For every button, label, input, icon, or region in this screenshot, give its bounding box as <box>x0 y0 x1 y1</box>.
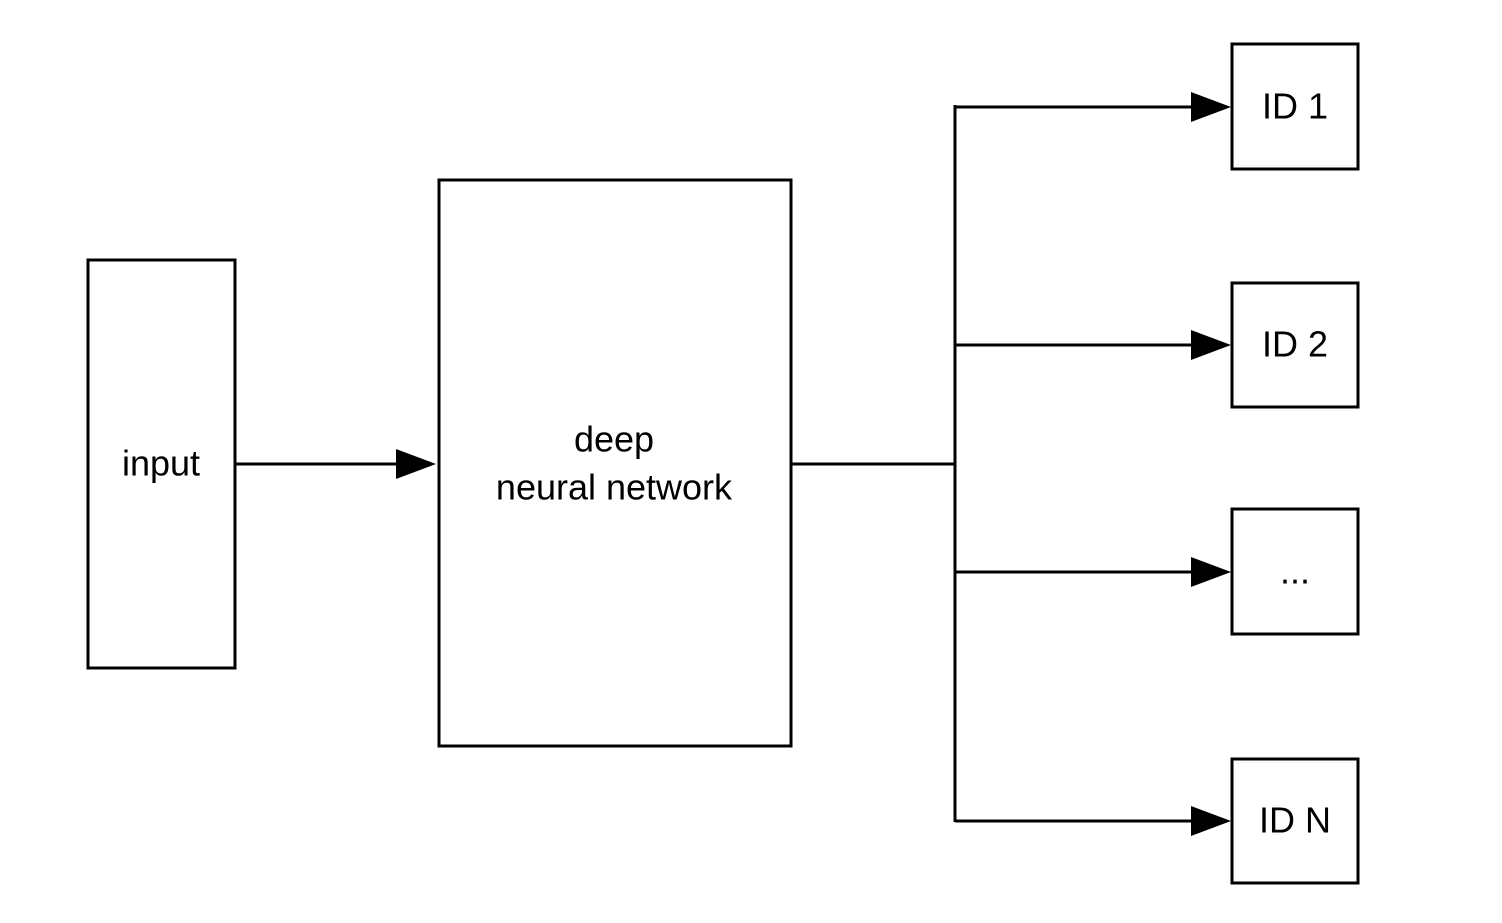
output-box <box>1230 757 1360 885</box>
network-label-line2: neural network <box>496 467 733 508</box>
output-label: ID N <box>1259 800 1331 841</box>
output-label: ID 2 <box>1262 324 1328 365</box>
output-node-id-n: ID N <box>1230 757 1360 885</box>
output-node-id-1: ID 1 <box>1230 42 1360 171</box>
output-box <box>1230 507 1360 636</box>
branch-arrowhead <box>1191 92 1231 122</box>
input-to-network-edge <box>235 449 436 479</box>
output-label: ... <box>1280 551 1310 592</box>
branch-arrowhead <box>1191 557 1231 587</box>
branch-id-2 <box>955 330 1231 360</box>
output-node-ellipsis: ... <box>1230 507 1360 636</box>
output-label: ID 1 <box>1262 86 1328 127</box>
branch-id-n <box>955 806 1231 836</box>
branch-arrowhead <box>1191 806 1231 836</box>
input-label: input <box>122 443 200 484</box>
output-box <box>1230 281 1360 409</box>
branch-id-1 <box>955 92 1231 122</box>
branch-arrowhead <box>1191 330 1231 360</box>
input-box <box>86 258 237 670</box>
output-node-id-2: ID 2 <box>1230 281 1360 409</box>
network-box <box>437 178 793 748</box>
input-to-network-arrowhead <box>396 449 436 479</box>
input-node: input <box>86 258 237 670</box>
network-node: deep neural network <box>437 178 793 748</box>
branch-ellipsis <box>955 557 1231 587</box>
network-label-line1: deep <box>574 419 654 460</box>
output-box <box>1230 42 1360 171</box>
